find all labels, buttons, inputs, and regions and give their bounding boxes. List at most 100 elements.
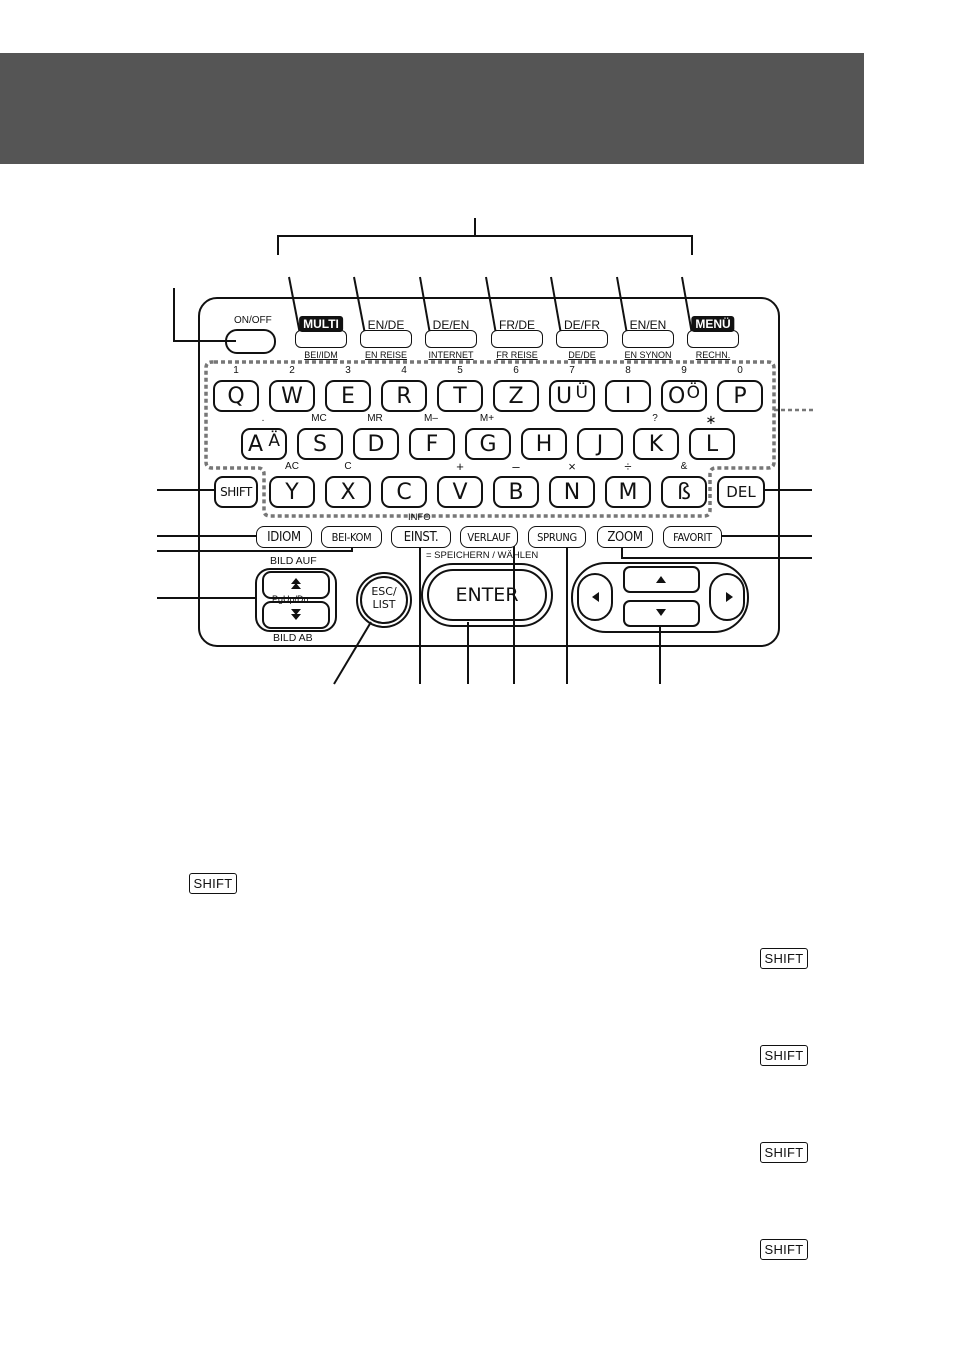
del-key[interactable]: DEL [717,476,765,508]
function-key-multi[interactable] [295,330,347,348]
pgupdn-key[interactable]: PgUp/Dn [272,594,309,604]
function-key-en-de-sub: EN REISE [364,350,408,360]
key-r-sup: 4 [401,365,407,376]
key-i-sup: 8 [625,365,631,376]
esc-list-key[interactable]: ESC/ LIST [364,585,404,611]
cursor-right-key[interactable] [710,574,744,620]
info-label: INFO [408,512,431,523]
key-c[interactable]: C [381,476,427,508]
key-e[interactable]: E [325,380,371,412]
key-t-label: T [453,383,467,409]
key-s-label: S [313,431,327,457]
key-w[interactable]: W [269,380,315,412]
key-g[interactable]: G [465,428,511,460]
key-l-sup: ∗ [705,412,717,427]
onoff-key-shape [225,329,276,354]
key-g-sup: M+ [479,413,495,424]
key-h-label: H [535,431,553,457]
cursor-up-arrow [656,576,666,583]
key-t[interactable]: T [437,380,483,412]
key-b[interactable]: B [493,476,539,508]
esc-circle-outer [356,572,412,628]
key-o-alt: Ö [686,383,700,403]
key-m-sup: ÷ [624,459,632,474]
key-p[interactable]: P [717,380,763,412]
shift-key-ref: SHIFT [760,1142,808,1163]
idiom-key[interactable]: IDIOM [256,526,312,548]
enter-key-label: ENTER [455,584,519,606]
key-l-label: L [705,431,719,457]
key-v-label: V [452,479,468,505]
key-q[interactable]: Q [213,380,259,412]
key-sz-label: ß [677,479,691,505]
key-sz-sup: & [680,461,688,472]
key-i-label: I [624,383,632,409]
key-l[interactable]: L [689,428,735,460]
function-key-menu-sub: RECHN. [695,350,731,360]
del-key-label: DEL [726,483,756,501]
key-n-label: N [563,479,581,505]
function-key-de-fr[interactable] [556,330,608,348]
cursor-up-key[interactable] [624,567,699,592]
shift-key[interactable]: SHIFT [214,476,258,508]
bild-auf-label: BILD AUF [270,555,317,567]
favorit-key[interactable]: FAVORIT [663,526,722,548]
function-key-fr-de-label: FR/DE [499,318,535,332]
key-d[interactable]: D [353,428,399,460]
key-x-sup: C [344,461,352,472]
key-i[interactable]: I [605,380,651,412]
sprung-key[interactable]: SPRUNG [528,526,586,548]
key-h[interactable]: H [521,428,567,460]
key-p-sup: 0 [737,365,743,376]
function-key-en-de[interactable] [360,330,412,348]
einst-key[interactable]: EINST. [391,526,451,548]
key-n-sup: × [568,459,576,474]
key-z-label: Z [508,383,524,409]
enter-key[interactable]: ENTER [428,570,546,620]
function-key-de-en-sub: INTERNET [428,350,474,360]
key-b-label: B [508,479,524,505]
cursor-left-key[interactable] [578,574,612,620]
key-z[interactable]: Z [493,380,539,412]
key-a-label: A [248,431,264,457]
key-s[interactable]: S [297,428,343,460]
function-key-en-en-sub: EN SYNON [624,350,672,360]
function-key-de-en-label: DE/EN [432,318,470,332]
key-o-label: O [668,383,686,409]
enter-outer [421,563,553,627]
key-f[interactable]: F [409,428,455,460]
key-n[interactable]: N [549,476,595,508]
onoff-key[interactable] [226,330,275,353]
key-t-sup: 5 [457,365,463,376]
function-key-fr-de[interactable] [491,330,543,348]
key-d-sup: MR [367,413,383,424]
key-x-label: X [340,479,356,505]
key-q-label: Q [227,383,245,409]
key-m[interactable]: M [605,476,651,508]
key-r[interactable]: R [381,380,427,412]
key-d-label: D [367,431,385,457]
key-x[interactable]: X [325,476,371,508]
beikom-key[interactable]: BEI-KOM [321,526,382,548]
key-sz[interactable]: ß [661,476,707,508]
group-bracket [277,235,693,255]
cursor-down-key[interactable] [624,601,699,626]
key-a-alt: Ä [268,431,280,451]
function-key-menu[interactable] [687,330,739,348]
function-key-multi-label: MULTI [299,316,343,332]
key-y-label: Y [285,479,299,505]
key-v[interactable]: V [437,476,483,508]
function-key-en-en[interactable] [622,330,674,348]
zoom-key[interactable]: ZOOM [597,526,653,548]
key-c-label: C [396,479,412,505]
key-k-label: K [648,431,664,457]
key-k[interactable]: K [633,428,679,460]
function-key-de-en[interactable] [425,330,477,348]
verlauf-key[interactable]: VERLAUF [460,526,518,548]
key-y[interactable]: Y [269,476,315,508]
key-j[interactable]: J [577,428,623,460]
